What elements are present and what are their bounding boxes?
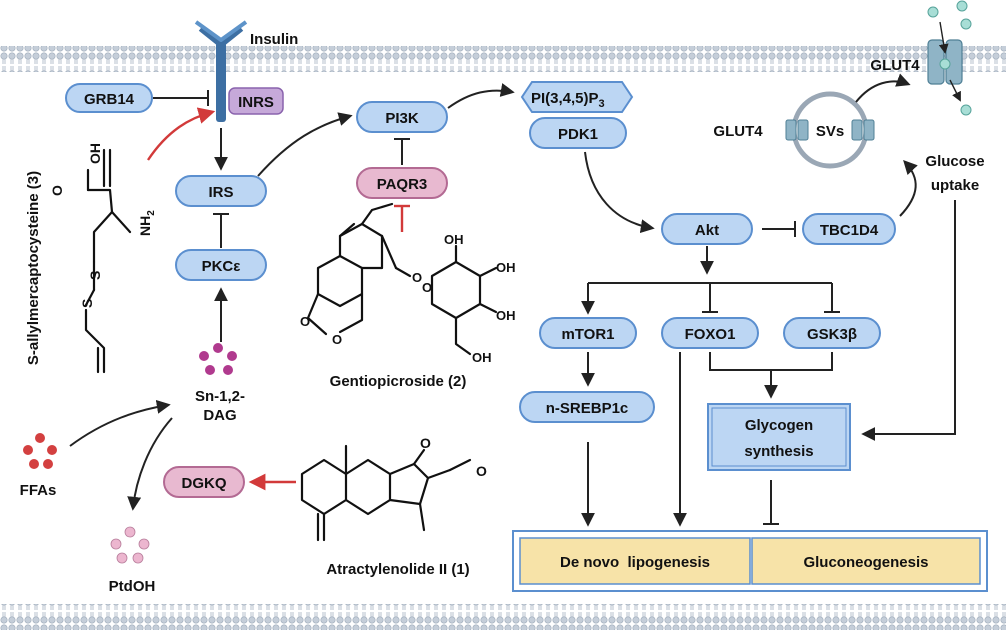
sac-structure [84,148,132,374]
inrs-label: INRS [238,94,274,111]
foxo1-node [661,317,759,349]
gentio-o4-atom: O [422,280,432,295]
ptdoh-label: PtdOH [109,578,156,595]
ffas-label: FFAs [20,482,57,499]
insulin-receptor [194,20,248,122]
glut4-vesicle-transporter-left [785,119,809,141]
gluconeogenesis-box [751,537,981,585]
grb14-label: GRB14 [84,91,135,108]
gentiopicroside-structure [306,202,498,356]
sac-s2-atom: S [79,299,95,308]
sn12dag-label-line2: DAG [203,407,236,424]
dag-to-ptdoh-arrow [127,417,173,511]
glut4-vesicle-transporter-right [851,119,875,141]
inrs-node [228,87,284,115]
glucose-entry-arrow [938,21,949,54]
insulin-label: Insulin [250,31,298,48]
foxo1-gsk3b-merge-line [709,352,833,371]
ffa-dots [23,433,57,469]
gentio-oh1-atom: OH [444,232,464,247]
gentio-o3-atom: O [412,270,422,285]
akt-node [661,213,753,245]
akt-label: Akt [695,222,719,239]
sn12dag-label-line1: Sn-1,2- [195,388,245,405]
pip3-node [520,81,634,113]
glycogen-label-line2: synthesis [744,443,813,460]
vesicle-to-membrane-arrow [855,73,911,103]
sac-oh-atom: OH [87,143,103,164]
paqr3-label: PAQR3 [377,176,428,193]
sac-nh2-atom: NH2 [137,210,157,236]
pkce-node [175,249,267,281]
pi3k-label: PI3K [385,110,419,127]
pdk1-label: PDK1 [558,126,598,143]
tbc1d4-to-vesicle-arrow [899,159,918,217]
atractylenolide-o2-atom: O [476,463,487,479]
paqr3-node [356,167,448,199]
gentio-o2-atom: O [300,314,310,329]
foxo1-label: FOXO1 [685,326,736,343]
glut4-membrane-label: GLUT4 [870,57,920,74]
pdk1-node [529,117,627,149]
glycogen-synthesis-box [707,403,851,471]
membrane-bottom [0,604,1006,630]
irs-node [175,175,267,207]
glucose-exit-arrow [949,79,961,102]
outcome-frame [512,530,988,592]
gentio-o1-atom: O [332,332,342,347]
gentio-oh3-atom: OH [496,308,516,323]
grb14-node [65,83,153,113]
glut4-vesicle-label: GLUT4 [713,123,763,140]
glucose-uptake-label-line2: uptake [931,177,979,194]
dgkq-label: DGKQ [182,475,227,492]
irs-to-pi3k-arrow [257,112,353,177]
gluconeogenesis-label: Gluconeogenesis [803,554,928,571]
pi3k-node [356,101,448,133]
dgkq-node [163,466,245,498]
tbc1d4-label: TBC1D4 [820,222,879,239]
glycogen-label-line1: Glycogen [745,417,813,434]
gentiopicroside-name-label: Gentiopicroside (2) [330,373,467,390]
glucose-uptake-label-line1: Glucose [925,153,984,170]
atractylenolide-o1-atom: O [420,435,431,451]
pkce-label: PKCε [202,258,241,275]
pdk1-to-akt-arrow [584,151,655,234]
pi3k-to-pip3-arrow [447,83,515,109]
mtor1-node [539,317,637,349]
irs-label: IRS [208,184,233,201]
uptake-to-glycogen-arrow [861,200,956,441]
lipogenesis-label: De novo lipogenesis [560,554,710,571]
atractylenolide-structure [300,444,472,542]
dag-dots [199,343,237,375]
sac-s1-atom: S [87,271,103,280]
tbc1d4-node [802,213,896,245]
membrane-top [0,46,1006,72]
gsk3b-node [783,317,881,349]
gentio-oh4-atom: OH [472,350,492,365]
mtor1-label: mTOR1 [561,326,614,343]
gsk3b-label: GSK3β [807,326,857,343]
nsrebp1c-node [519,391,655,423]
lipogenesis-box [519,537,751,585]
sac-name-label: S-allylmercaptocysteine (3) [25,171,42,365]
atractylenolide-name-label: Atractylenolide II (1) [326,561,469,578]
gentio-oh2-atom: OH [496,260,516,275]
nsrebp1c-label: n-SREBP1c [546,400,629,417]
sac-to-inrs-arrow [147,107,216,161]
ffas-to-dag-arrow [69,399,171,447]
pip3-label: PI(3,4,5)P3 [531,90,605,110]
sac-o-atom: O [49,185,65,196]
glucose-dots [927,0,972,116]
ptdoh-dots [110,526,150,564]
svs-label: SVs [816,123,844,140]
